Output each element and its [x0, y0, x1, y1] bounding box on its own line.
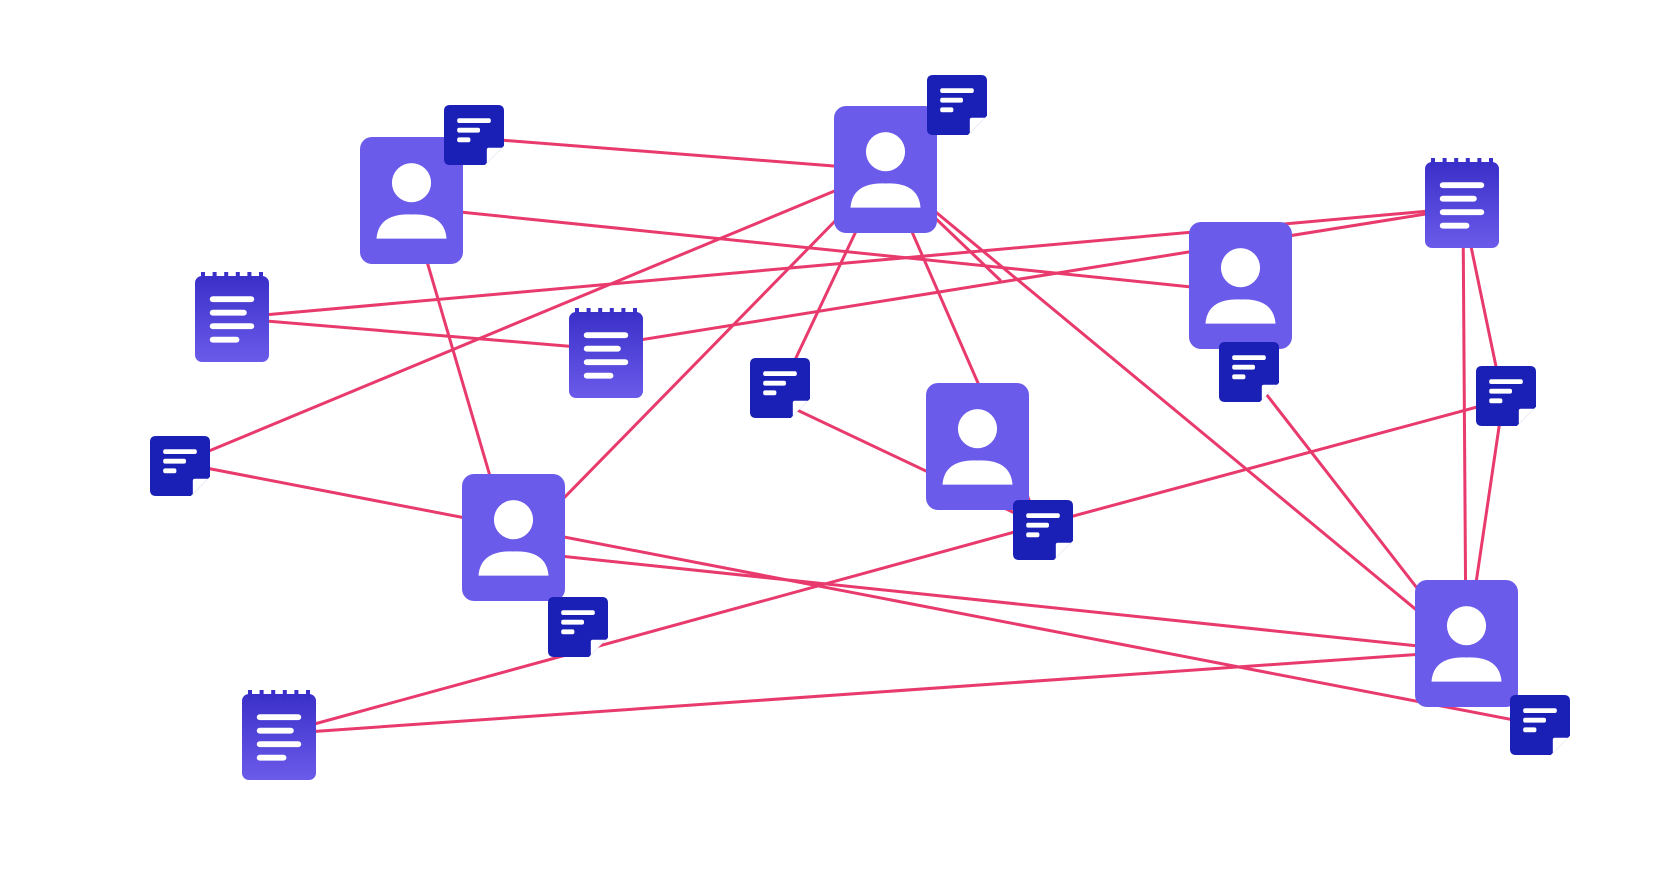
- edge-n5-p6: [178, 461, 1542, 727]
- sticky-note-icon-n9: [1510, 695, 1570, 755]
- notepad-icon-d4: [242, 690, 316, 780]
- edge-d4-n7: [1461, 206, 1468, 653]
- sticky-note-icon-n2: [927, 75, 987, 135]
- edge-p2-p6: [510, 168, 887, 553]
- edge-p1-p3: [409, 205, 1242, 294]
- edge-d3-p6: [510, 549, 1468, 653]
- sticky-note-icon-n8: [1476, 366, 1536, 426]
- edge-n8-p6: [883, 168, 1468, 653]
- person-card-icon-p3: [1189, 222, 1292, 349]
- edge-n1-p2: [472, 136, 887, 172]
- edge-n2-n9: [178, 168, 887, 465]
- person-card-icon-p5: [926, 383, 1029, 510]
- notepad-icon-d3: [569, 308, 643, 398]
- edge-d1-d4: [228, 316, 592, 350]
- sticky-note-icon-n1: [444, 105, 504, 165]
- sticky-note-icon-n6: [1013, 500, 1073, 560]
- notepad-icon-d2: [1425, 158, 1499, 248]
- edge-d2-d4: [588, 206, 1465, 350]
- notepad-icon-d1: [195, 272, 269, 362]
- sticky-note-icon-n3: [1219, 342, 1279, 402]
- person-card-icon-p1: [360, 137, 463, 264]
- sticky-note-icon-n4: [750, 358, 810, 418]
- edge-n6-n8: [1038, 398, 1505, 527]
- node-layer: [150, 75, 1570, 780]
- sticky-note-icon-n5: [150, 436, 210, 496]
- person-card-icon-p2: [834, 106, 937, 233]
- sticky-note-icon-n7: [548, 597, 608, 657]
- person-card-icon-p4: [462, 474, 565, 601]
- person-card-icon-p6: [1415, 580, 1518, 707]
- edge-n6-d3: [276, 523, 1042, 736]
- edge-n9-n8: [276, 649, 1468, 736]
